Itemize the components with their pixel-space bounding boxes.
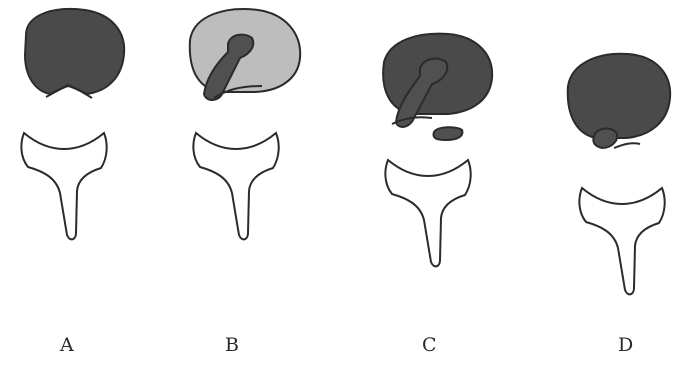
vertebra-d bbox=[579, 188, 664, 294]
vertebra-c bbox=[385, 160, 470, 266]
panel-label-b: B bbox=[225, 334, 240, 356]
sequestered-fragment-c bbox=[434, 127, 463, 140]
panel-label-c: C bbox=[422, 334, 438, 356]
panel-d bbox=[568, 54, 670, 295]
panel-b bbox=[190, 9, 300, 239]
panel-c bbox=[383, 34, 492, 267]
panel-a bbox=[21, 9, 124, 239]
herniation-d bbox=[593, 129, 617, 148]
panel-label-a: A bbox=[60, 334, 75, 356]
panel-label-d: D bbox=[618, 334, 634, 356]
disc-a bbox=[25, 9, 124, 94]
vertebra-b bbox=[193, 133, 278, 239]
vertebra-a bbox=[21, 133, 106, 239]
disc-d bbox=[568, 54, 670, 138]
disc-rim-d bbox=[614, 143, 640, 148]
